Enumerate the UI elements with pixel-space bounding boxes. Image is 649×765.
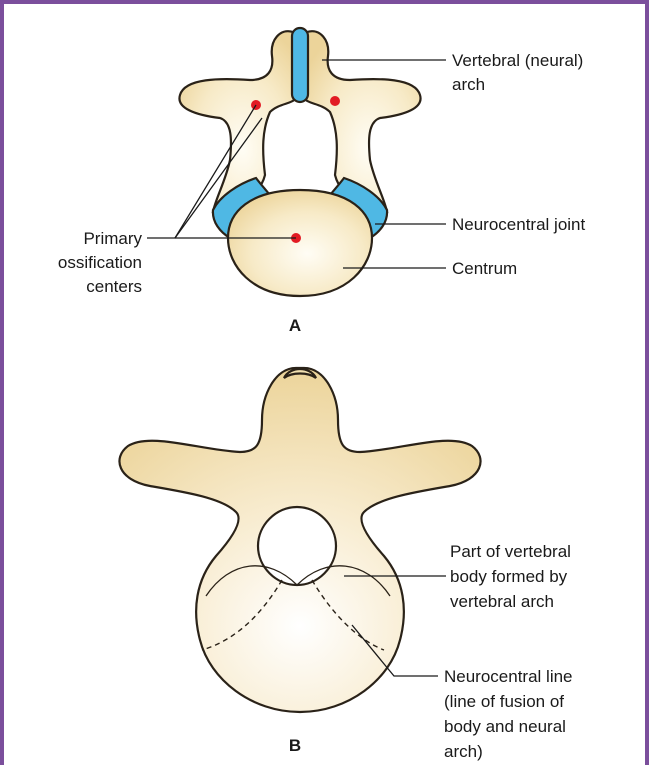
ossification-center-right (330, 96, 340, 106)
panel-b-label: B (289, 736, 301, 755)
label-part-of-body-line2: body formed by (450, 567, 568, 586)
label-neurocentral-line-line2: (line of fusion of (444, 692, 564, 711)
label-primary-ossification-line2: ossification (58, 253, 142, 272)
label-part-of-body-line1: Part of vertebral (450, 542, 571, 561)
label-primary-ossification-line3: centers (86, 277, 142, 296)
adult-vertebra (119, 368, 480, 712)
panel-b: Part of vertebral body formed by vertebr… (119, 368, 572, 761)
centrum-shape (228, 190, 372, 296)
label-neurocentral-line-line3: body and neural (444, 717, 566, 736)
right-neural-arch (306, 31, 421, 212)
label-primary-ossification-line1: Primary (83, 229, 142, 248)
label-part-of-body-line3: vertebral arch (450, 592, 554, 611)
label-centrum: Centrum (452, 259, 517, 278)
spinous-cartilage (292, 28, 308, 102)
label-vertebral-arch-line2: arch (452, 75, 485, 94)
left-neural-arch (179, 31, 294, 212)
panel-a-label: A (289, 316, 301, 335)
label-neurocentral-line-line1: Neurocentral line (444, 667, 573, 686)
label-neurocentral-joint: Neurocentral joint (452, 215, 586, 234)
label-neurocentral-line-line4: arch) (444, 742, 483, 761)
panel-a: Vertebral (neural) arch Neurocentral joi… (58, 28, 586, 335)
label-vertebral-arch-line1: Vertebral (neural) (452, 51, 583, 70)
